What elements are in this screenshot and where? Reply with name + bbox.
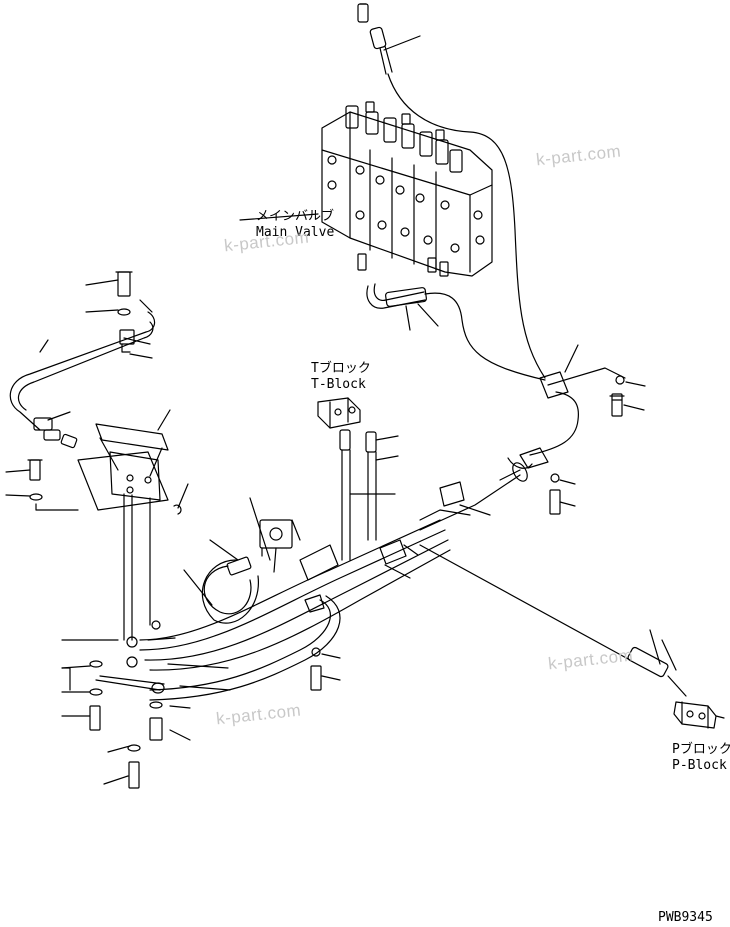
p-block (673, 701, 725, 729)
t-block-label-jp: Tブロック (311, 361, 371, 376)
t-block-hoses (341, 435, 399, 561)
left-hose-loop (183, 497, 293, 624)
return-line (387, 73, 546, 379)
main-valve (321, 101, 493, 277)
t-block-label-en: T-Block (311, 377, 366, 392)
main-valve-label-jp: メインバルブ (256, 209, 335, 224)
pipe-bundle (139, 481, 491, 701)
top-fitting (357, 3, 421, 75)
p-block-label-jp: Pブロック (672, 742, 730, 757)
main-valve-label-en: Main Valve (256, 225, 335, 240)
lower-left-hardware (61, 620, 231, 789)
p-block-line (419, 474, 687, 697)
right-pipe-clamp (499, 344, 646, 515)
left-bolts (5, 459, 79, 511)
drawing-number: PWB9345 (658, 910, 713, 925)
pedal-assembly (77, 409, 189, 641)
p-block-label-en: P-Block (672, 758, 727, 773)
upper-left-line (9, 271, 156, 449)
main-valve-hose (366, 283, 546, 381)
leader-lines (239, 213, 319, 221)
t-block (317, 397, 377, 453)
